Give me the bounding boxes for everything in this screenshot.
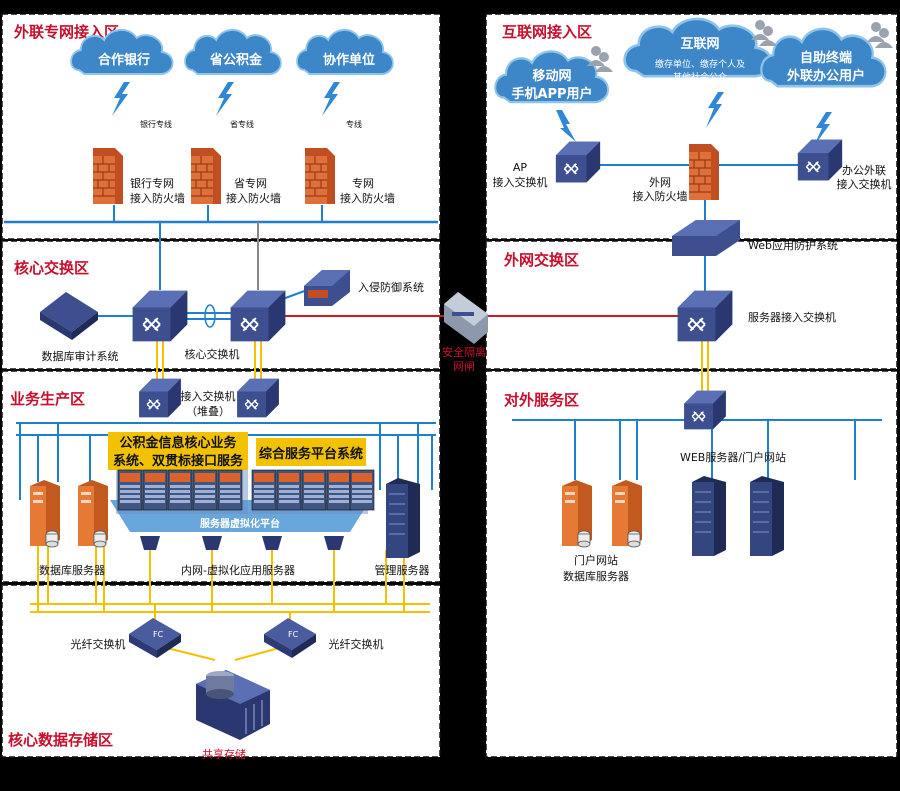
db-server-2: [77, 479, 109, 548]
wireless-links: [112, 82, 832, 146]
core-business-box: [108, 432, 248, 470]
access-switch-line1: 接入交换机: [181, 389, 236, 403]
office-line2: 接入交换机: [837, 177, 892, 191]
mgmt-server: [385, 477, 421, 559]
integrated-platform-box: [256, 438, 366, 466]
portal-db-server-1: [561, 479, 593, 548]
cloud-provincial-fund-label: 省公积金: [209, 52, 263, 68]
access-switch-line2: （堆叠）: [186, 405, 230, 418]
waf-device: [672, 220, 740, 256]
zone-core-exchange: [1, 240, 441, 370]
portal-db-server-2: [611, 479, 643, 548]
shared-storage-device: [196, 670, 270, 740]
virt-app-servers-label: 内网-虚拟化应用服务器: [181, 563, 295, 577]
fiber-switch-left-label: 光纤交换机: [71, 637, 126, 651]
cloud-kiosk-line1: 自助终端: [800, 50, 852, 66]
virtualization-label: 服务器虚拟化平台: [200, 517, 280, 530]
zone-title-internet-access: 互联网接入区: [502, 23, 592, 41]
db-servers-label: 数据库服务器: [39, 563, 105, 577]
fw-bank-line2: 接入防火墙: [130, 191, 185, 205]
shared-storage-label: 共享存储: [202, 747, 246, 761]
integrated-platform-label: 综合服务平台系统: [259, 446, 363, 462]
cloud-kiosk-line2: 外联办公用户: [786, 68, 865, 84]
zone-title-core-exchange: 核心交换区: [14, 259, 89, 277]
server-access-switch-label: 服务器接入交换机: [748, 310, 836, 324]
security-gap-device: [444, 292, 488, 344]
gap-line2: 网闸: [453, 360, 475, 373]
firewall-bank: [92, 147, 124, 205]
firewall-dedicated: [304, 147, 336, 205]
web-servers-label: WEB服务器/门户网站: [680, 450, 786, 464]
web-server-2: [749, 475, 785, 557]
link-label-dedicated: 专线: [346, 119, 362, 129]
virt-hosts: [140, 536, 344, 550]
cloud-internet-sub2: 其他社会公众: [673, 71, 727, 83]
fw-ext-line1: 外网: [649, 176, 671, 189]
fw-bank-line1: 银行专网: [130, 176, 174, 190]
fw-prov-line1: 省专网: [234, 176, 267, 190]
zone-title-external-service: 对外服务区: [504, 391, 579, 409]
fiber-switch-right-label: 光纤交换机: [329, 637, 384, 651]
db-audit-label: 数据库审计系统: [42, 349, 119, 363]
mgmt-servers-label: 管理服务器: [375, 563, 430, 577]
db-audit-device: [40, 292, 98, 340]
firewall-extranet: [688, 143, 720, 201]
fw-ded-line2: 接入防火墙: [340, 191, 395, 205]
link-label-bank: 银行专线: [140, 119, 172, 129]
waf-label: Web应用防护系统: [748, 238, 838, 252]
core-switch-label: 核心交换机: [185, 347, 240, 361]
zone-external-service: [485, 370, 898, 758]
core-business-line2: 系统、双贯标接口服务: [113, 453, 244, 469]
link-label-province: 省专线: [230, 119, 254, 129]
fw-prov-line2: 接入防火墙: [226, 191, 281, 205]
fw-ext-line2: 接入防火墙: [633, 189, 688, 203]
web-server-1: [691, 475, 727, 557]
gap-line1: 安全隔离: [442, 345, 486, 359]
cloud-mobile-line1: 移动网: [532, 68, 571, 84]
ids-device: [304, 270, 350, 306]
office-line1: 办公外联: [842, 164, 886, 177]
core-business-line1: 公积金信息核心业务: [119, 435, 237, 451]
portal-db-line2: 数据库服务器: [563, 569, 629, 583]
zone-title-core-storage: 核心数据存储区: [8, 731, 113, 749]
cloud-bank-label: 合作银行: [98, 52, 150, 68]
ap-line2: 接入交换机: [493, 175, 548, 189]
portal-db-line1: 门户网站: [574, 553, 618, 567]
firewall-province: [190, 147, 222, 205]
zone-title-extranet-exchange: 外网交换区: [503, 251, 579, 269]
db-server-1: [29, 479, 61, 548]
ap-line1: AP: [513, 161, 528, 174]
cloud-internet-sub1: 缴存单位、缴存个人及: [655, 58, 745, 70]
fw-ded-line1: 专网: [352, 176, 374, 190]
ids-label: 入侵防御系统: [358, 280, 424, 294]
zone-title-business-production: 业务生产区: [10, 390, 85, 408]
cloud-mobile-line2: 手机APP用户: [511, 86, 592, 102]
cloud-partner-label: 协作单位: [323, 52, 375, 68]
cloud-internet-title: 互联网: [680, 37, 719, 52]
